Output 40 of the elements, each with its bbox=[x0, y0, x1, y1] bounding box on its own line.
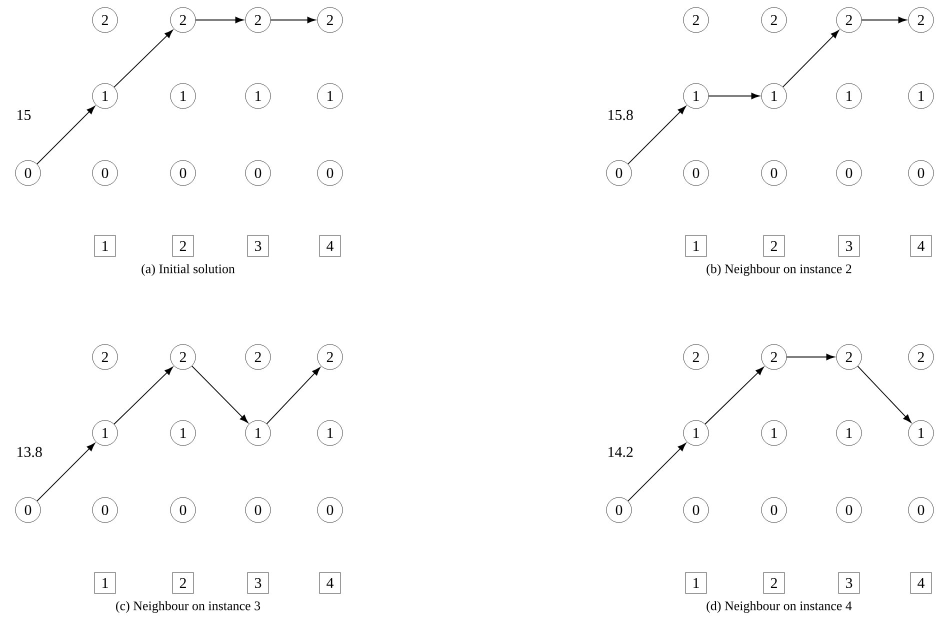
instance-box: 4 bbox=[319, 572, 341, 594]
instance-box: 2 bbox=[172, 235, 194, 257]
arrow bbox=[628, 106, 686, 164]
instance-box: 1 bbox=[685, 572, 707, 594]
arrow bbox=[195, 16, 244, 24]
arrow bbox=[782, 30, 840, 88]
arrow bbox=[786, 354, 835, 360]
instance-box: 2 bbox=[172, 572, 194, 594]
value-label: 13.8 bbox=[18, 446, 42, 458]
arrow bbox=[36, 106, 96, 164]
instance-box: 4 bbox=[910, 572, 932, 594]
arrow bbox=[861, 16, 907, 24]
instance-box: 1 bbox=[94, 572, 116, 594]
instance-box: 3 bbox=[838, 572, 860, 594]
arrow bbox=[708, 92, 760, 100]
instance-box: 2 bbox=[763, 572, 785, 594]
caption: (b) Neighbour on instance 2 bbox=[706, 264, 852, 276]
instance-box: 2 bbox=[763, 235, 785, 257]
value-label: 14.2 bbox=[608, 446, 633, 458]
instance-box: 3 bbox=[247, 235, 269, 257]
value-label: 15.8 bbox=[608, 110, 633, 120]
instance-box: 4 bbox=[910, 235, 932, 257]
instance-box: 1 bbox=[94, 235, 116, 257]
instance-box: 3 bbox=[838, 235, 860, 257]
arrow bbox=[114, 30, 173, 88]
arrow bbox=[270, 16, 316, 24]
arrow bbox=[628, 442, 686, 502]
arrow bbox=[266, 367, 320, 424]
caption: (a) Initial solution bbox=[142, 264, 235, 276]
arrow bbox=[114, 366, 173, 425]
value-label: 15 bbox=[18, 110, 31, 120]
instance-box: 4 bbox=[319, 235, 341, 257]
arrow bbox=[36, 442, 96, 502]
arrow bbox=[857, 366, 912, 423]
arrow bbox=[704, 366, 764, 425]
instance-box: 3 bbox=[247, 572, 269, 594]
instance-box: 1 bbox=[685, 235, 707, 257]
caption: (d) Neighbour on instance 4 bbox=[706, 601, 852, 613]
arrow bbox=[191, 366, 248, 423]
caption: (c) Neighbour on instance 3 bbox=[116, 601, 260, 613]
